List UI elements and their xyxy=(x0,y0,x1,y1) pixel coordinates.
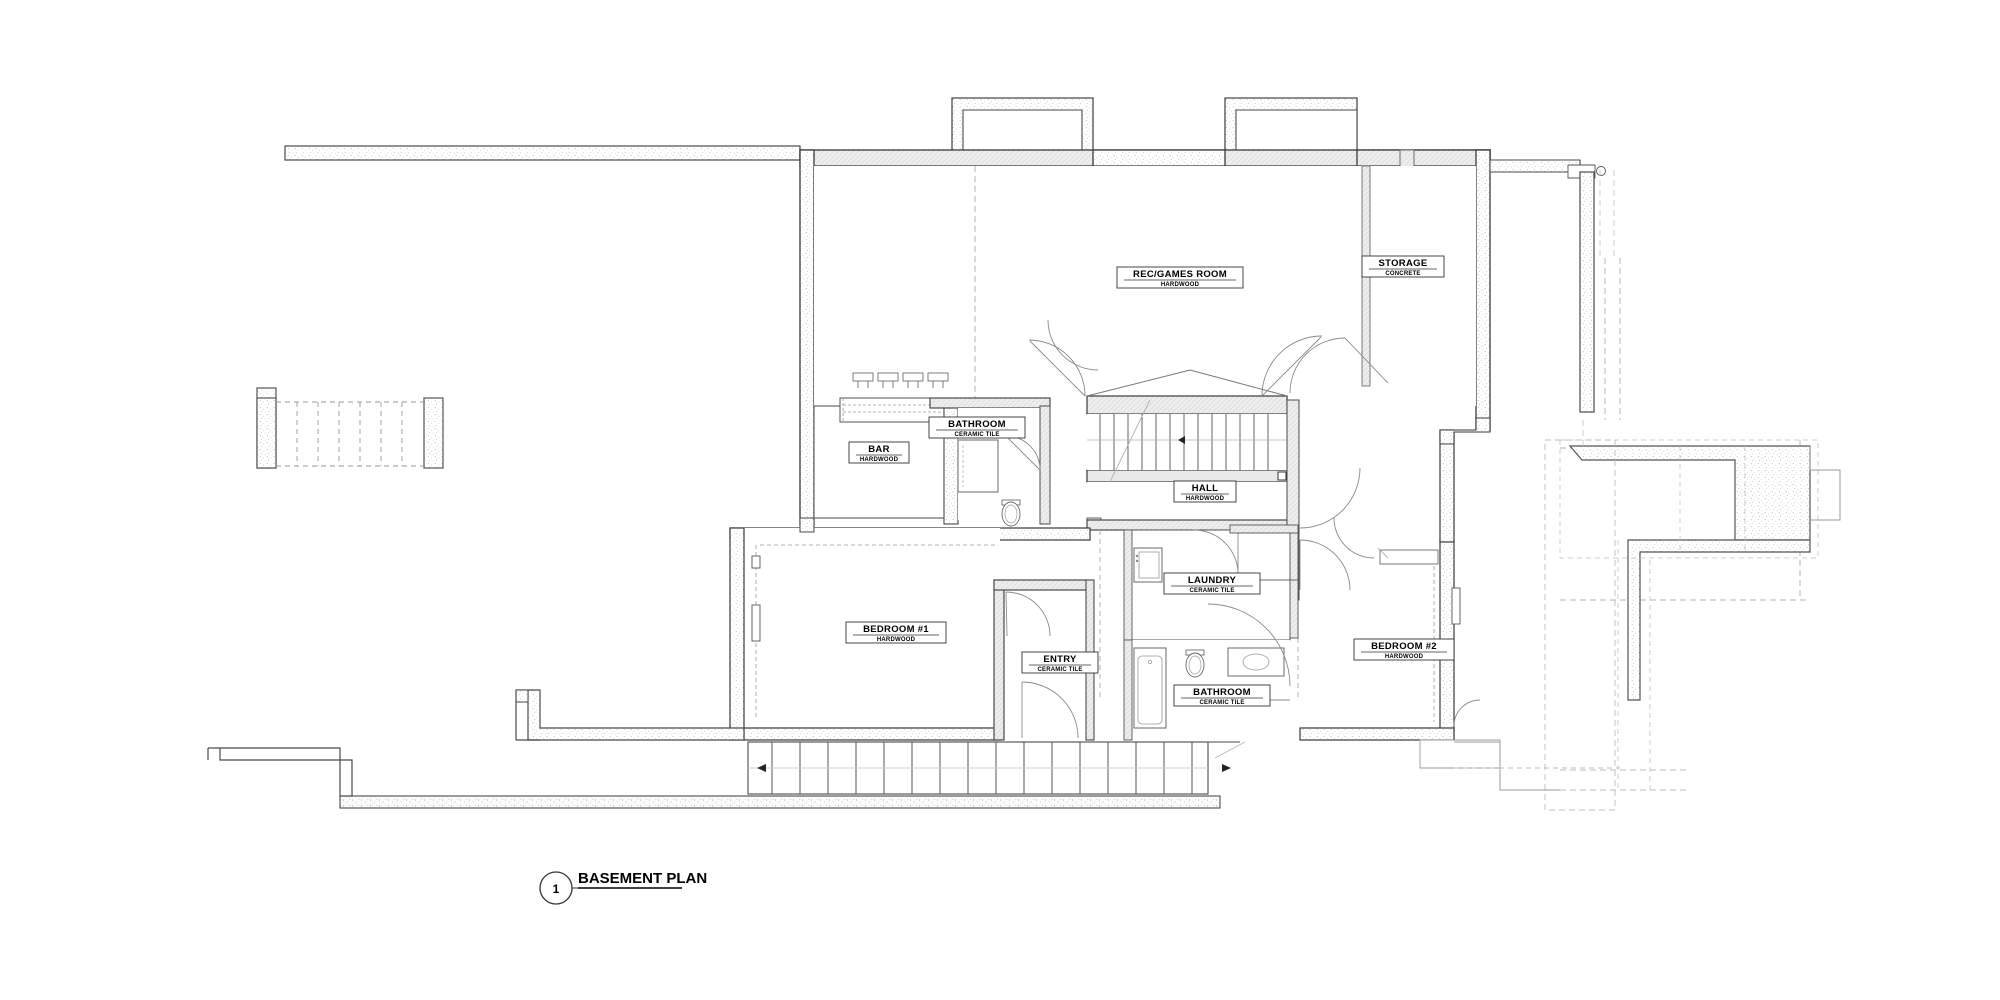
retaining-wall-southwest xyxy=(515,689,540,741)
room-name: LAUNDRY xyxy=(1188,575,1237,586)
room-finish: HARDWOOD xyxy=(1186,496,1225,502)
exterior-wall-east-lower xyxy=(1377,417,1491,565)
room-finish: HARDWOOD xyxy=(1161,282,1200,288)
room-label-laundry: LAUNDRY CERAMIC TILE xyxy=(1163,572,1261,595)
room-name: BAR xyxy=(868,444,889,455)
toilet-lower xyxy=(1185,649,1205,678)
exterior-wall-west-upper xyxy=(799,149,815,526)
exterior-wall-north-left xyxy=(284,145,801,161)
room-label-rec-games-room: REC/GAMES ROOM HARDWOOD xyxy=(1116,266,1244,289)
door-swing-entry xyxy=(1021,681,1079,739)
overhead-lines xyxy=(1582,170,1615,446)
exterior-wall-north-main xyxy=(799,149,1491,167)
door-swing-laundry xyxy=(1193,529,1239,575)
room-name: BATHROOM xyxy=(1193,687,1251,698)
room-name: BEDROOM #2 xyxy=(1371,641,1437,652)
room-finish: HARDWOOD xyxy=(860,457,899,463)
room-name: ENTRY xyxy=(1043,654,1077,665)
window-well-north-east xyxy=(1224,97,1358,161)
washer-dryer xyxy=(1133,547,1163,583)
bar-stool-2 xyxy=(877,372,899,388)
retaining-wall-east xyxy=(1559,439,1841,790)
title-text: BASEMENT PLAN xyxy=(578,870,707,887)
room-name: STORAGE xyxy=(1379,258,1428,269)
main-stair xyxy=(1086,369,1288,493)
grade-band-south xyxy=(207,747,1221,809)
room-label-entry: ENTRY CERAMIC TILE xyxy=(1021,651,1099,674)
door-swing-entry-north xyxy=(1005,591,1051,637)
room-name: BEDROOM #1 xyxy=(863,624,929,635)
room-finish: HARDWOOD xyxy=(877,637,916,643)
bar-stool-4 xyxy=(927,372,949,388)
walk-southeast xyxy=(1419,699,1620,791)
room-finish: CERAMIC TILE xyxy=(1189,588,1234,594)
exterior-return-northeast xyxy=(1489,159,1606,413)
room-finish: CERAMIC TILE xyxy=(954,432,999,438)
deck-framing-left xyxy=(256,387,444,469)
room-finish: CERAMIC TILE xyxy=(1037,667,1082,673)
door-swing-bedroom-2 xyxy=(1299,539,1351,591)
room-label-bedroom-2: BEDROOM #2 HARDWOOD xyxy=(1353,638,1455,661)
room-finish: CERAMIC TILE xyxy=(1199,700,1244,706)
room-label-bathroom-lower: BATHROOM CERAMIC TILE xyxy=(1173,684,1271,707)
door-swing-stair-left xyxy=(1028,319,1099,397)
title-block: 1 BASEMENT PLAN xyxy=(539,870,707,905)
room-label-bedroom-1: BEDROOM #1 HARDWOOD xyxy=(845,621,947,644)
room-label-storage: STORAGE CONCRETE xyxy=(1361,255,1445,278)
bathtub-lower xyxy=(1133,647,1167,729)
vanity-lower xyxy=(1227,647,1285,677)
door-swing-stair-right xyxy=(1261,335,1389,397)
room-label-bar: BAR HARDWOOD xyxy=(848,441,910,464)
exterior-stair xyxy=(747,741,1246,795)
room-label-hall: HALL HARDWOOD xyxy=(1173,480,1237,503)
detail-number: 1 xyxy=(553,882,560,896)
door-swing-hall-east xyxy=(1299,467,1375,559)
room-label-bathroom-upper: BATHROOM CERAMIC TILE xyxy=(928,416,1026,439)
site-outline-southeast xyxy=(1544,439,1690,811)
room-finish: HARDWOOD xyxy=(1385,654,1424,660)
bar-stool-3 xyxy=(902,372,924,388)
bar-stool-1 xyxy=(852,372,874,388)
room-name: HALL xyxy=(1192,483,1219,494)
bar-stools xyxy=(852,372,949,388)
room-name: BATHROOM xyxy=(948,419,1006,430)
toilet-upper xyxy=(1001,499,1021,527)
room-finish: CONCRETE xyxy=(1385,271,1420,277)
room-name: REC/GAMES ROOM xyxy=(1133,269,1227,280)
shower-upper xyxy=(957,439,999,493)
